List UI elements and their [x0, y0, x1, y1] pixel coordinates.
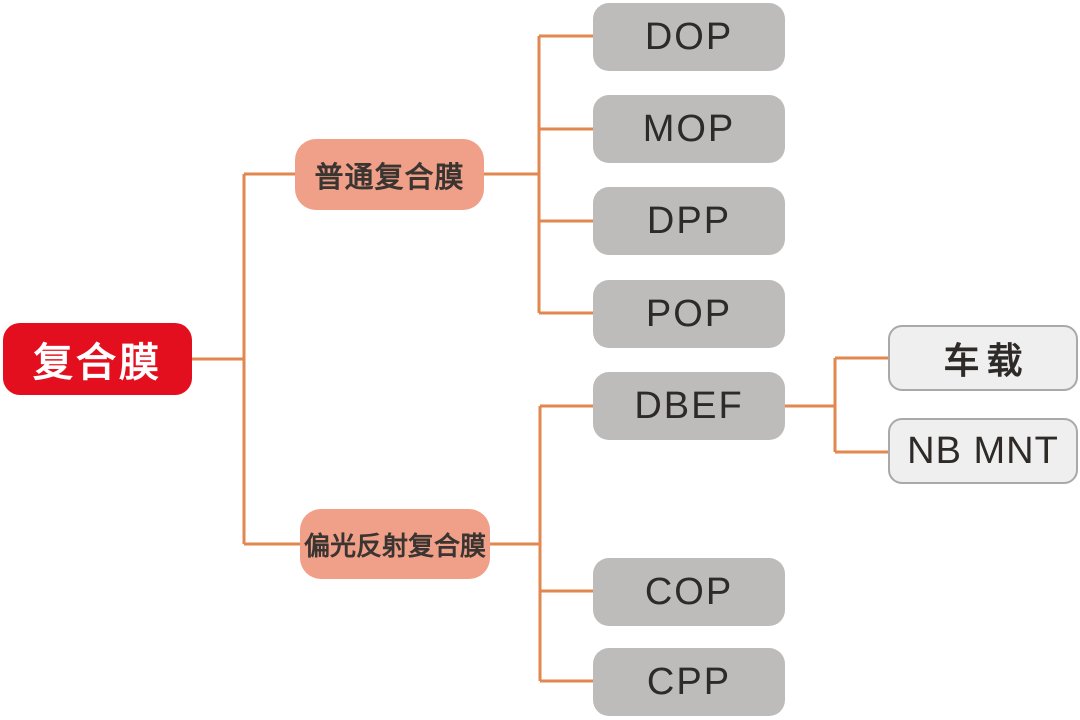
node-dpp-label: DPP: [646, 199, 732, 242]
node-root: 复合膜: [3, 323, 192, 395]
connector-polarized-group: [489, 404, 594, 683]
node-nb-mnt-label: NB MNT: [907, 429, 1059, 472]
node-dop: DOP: [593, 3, 785, 71]
node-cop: COP: [593, 558, 785, 626]
node-cpp-label: CPP: [646, 660, 732, 703]
node-pop-label: POP: [645, 292, 733, 335]
node-root-label: 复合膜: [33, 341, 162, 385]
node-cop-label: COP: [644, 570, 734, 613]
node-vehicle-label: 车载: [943, 340, 1030, 381]
node-ordinary-composite-film-label: 普通复合膜: [314, 161, 465, 194]
node-ordinary-composite-film: 普通复合膜: [295, 139, 484, 210]
node-dpp: DPP: [593, 187, 785, 255]
node-pop: POP: [593, 280, 785, 348]
node-dbef-label: DBEF: [634, 384, 744, 427]
connector-root-branches: [192, 172, 301, 546]
connector-ordinary-group: [483, 34, 594, 315]
node-vehicle: 车载: [888, 325, 1078, 391]
node-dop-label: DOP: [644, 15, 734, 58]
node-mop: MOP: [593, 95, 785, 163]
node-nb-mnt: NB MNT: [888, 418, 1078, 484]
node-cpp: CPP: [593, 648, 785, 716]
connector-dbef-group: [785, 356, 889, 454]
node-dbef: DBEF: [593, 372, 785, 440]
node-polarized-reflective-film: 偏光反射复合膜: [300, 509, 490, 579]
node-polarized-reflective-film-label: 偏光反射复合膜: [303, 530, 486, 561]
node-mop-label: MOP: [642, 107, 736, 150]
